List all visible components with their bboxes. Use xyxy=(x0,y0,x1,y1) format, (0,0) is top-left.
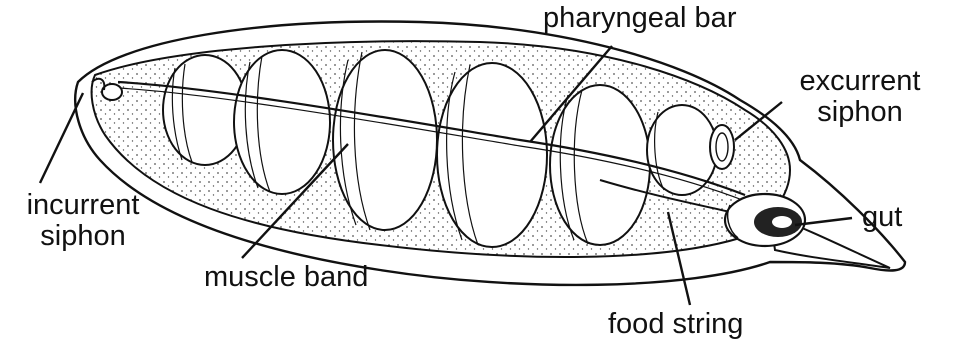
label-incurrent-siphon: incurrent siphon xyxy=(8,190,158,252)
label-gut: gut xyxy=(862,202,902,233)
muscle-band-2 xyxy=(234,50,330,194)
muscle-band-4 xyxy=(437,63,547,247)
muscle-band-3 xyxy=(333,50,437,230)
label-excurrent-siphon-line-1: excurrent xyxy=(785,66,935,97)
label-excurrent-siphon: excurrent siphon xyxy=(785,66,935,128)
label-incurrent-siphon-line-2: siphon xyxy=(8,221,158,252)
label-muscle-band: muscle band xyxy=(204,262,368,293)
label-food-string: food string xyxy=(608,309,743,340)
label-incurrent-siphon-line-1: incurrent xyxy=(8,190,158,221)
label-pharyngeal-bar: pharyngeal bar xyxy=(543,3,736,34)
label-excurrent-siphon-line-2: siphon xyxy=(785,97,935,128)
muscle-band-5 xyxy=(550,85,650,245)
gut-mass xyxy=(725,194,805,246)
leader-incurrent-siphon xyxy=(40,93,83,183)
